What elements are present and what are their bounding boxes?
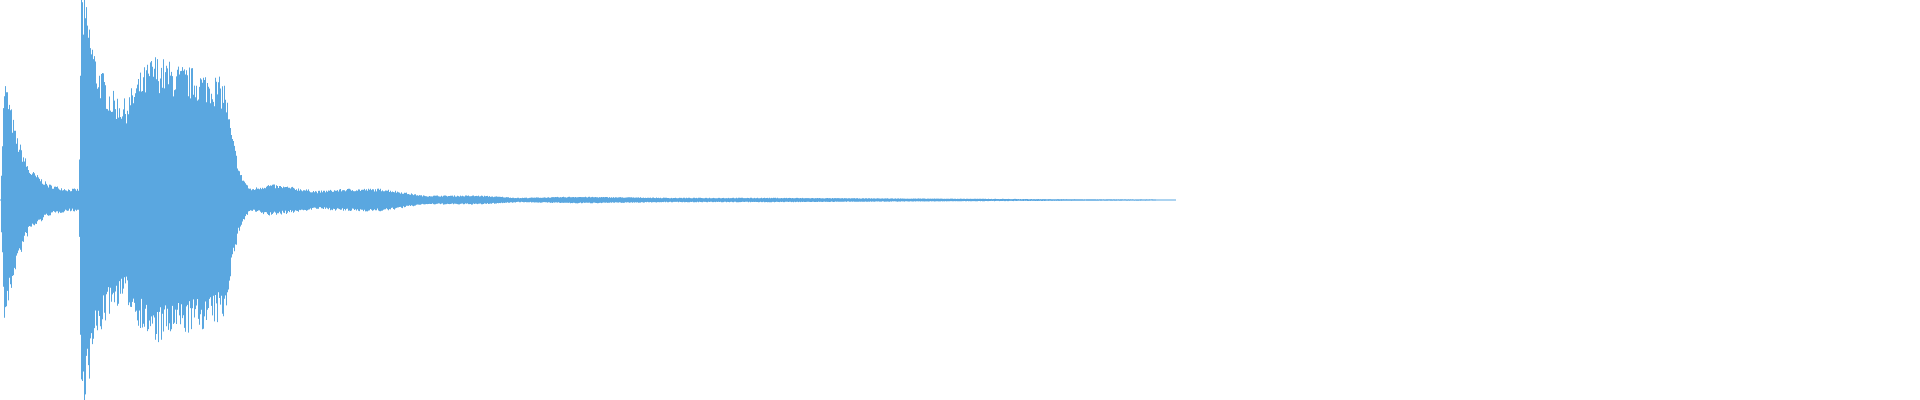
waveform-samples xyxy=(0,0,1176,400)
